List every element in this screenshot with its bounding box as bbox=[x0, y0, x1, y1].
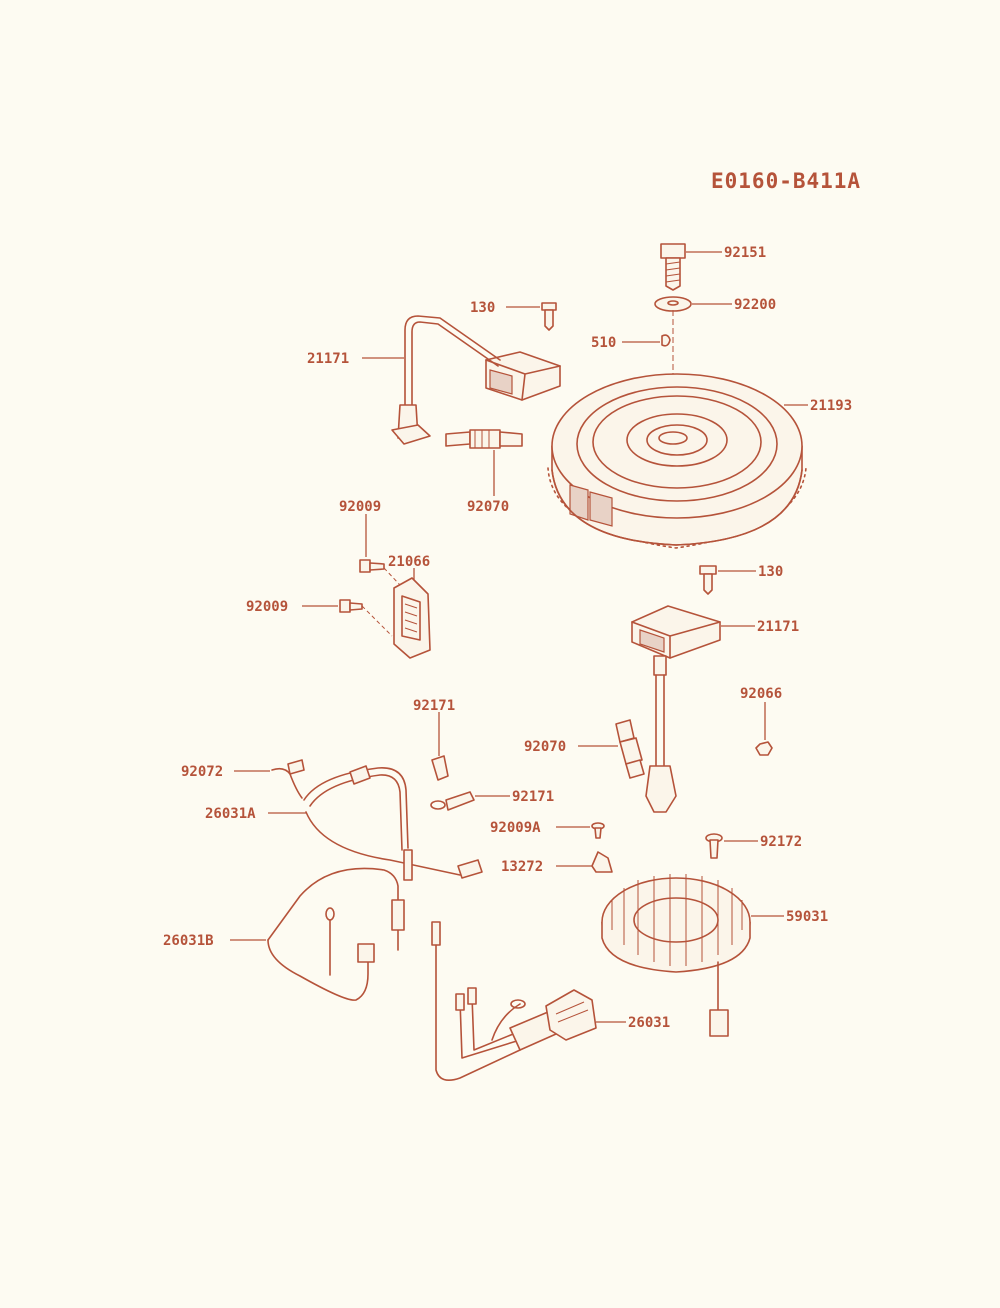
flywheel[interactable] bbox=[547, 373, 807, 549]
label-59031: 59031 bbox=[786, 909, 828, 925]
label-92070-top: 92070 bbox=[467, 499, 509, 515]
clamp-mid[interactable] bbox=[430, 791, 475, 811]
stator-screw[interactable] bbox=[705, 833, 723, 859]
label-92070-mid: 92070 bbox=[524, 739, 566, 755]
label-13272: 13272 bbox=[501, 859, 543, 875]
label-92171-top: 92171 bbox=[413, 698, 455, 714]
label-21171-mid: 21171 bbox=[757, 619, 799, 635]
regulator-bolt-upper[interactable] bbox=[359, 559, 385, 573]
label-26031: 26031 bbox=[628, 1015, 670, 1031]
diagram-code: E0160-B411A bbox=[711, 169, 861, 193]
ignition-coil-bolt-mid[interactable] bbox=[699, 565, 717, 595]
label-92200: 92200 bbox=[734, 297, 776, 313]
flywheel-washer[interactable] bbox=[654, 296, 692, 312]
nut[interactable] bbox=[755, 741, 773, 756]
label-26031A: 26031A bbox=[205, 806, 256, 822]
wire-harness-a[interactable] bbox=[303, 765, 483, 881]
stator[interactable] bbox=[601, 874, 751, 1037]
label-92009-mid: 92009 bbox=[246, 599, 288, 615]
label-510: 510 bbox=[591, 335, 616, 351]
label-92172: 92172 bbox=[760, 834, 802, 850]
label-21193: 21193 bbox=[810, 398, 852, 414]
label-21171-top: 21171 bbox=[307, 351, 349, 367]
ignition-coil-top[interactable] bbox=[391, 315, 561, 445]
woodruff-key[interactable] bbox=[661, 334, 671, 347]
label-21066: 21066 bbox=[388, 554, 430, 570]
label-92072: 92072 bbox=[181, 764, 223, 780]
label-92066: 92066 bbox=[740, 686, 782, 702]
bracket[interactable] bbox=[591, 851, 613, 873]
label-92171-mid: 92171 bbox=[512, 789, 554, 805]
label-130-mid: 130 bbox=[758, 564, 783, 580]
label-130-top: 130 bbox=[470, 300, 495, 316]
flywheel-bolt[interactable] bbox=[660, 243, 686, 291]
spark-plug-mid[interactable] bbox=[615, 719, 645, 779]
clamp-top[interactable] bbox=[431, 755, 449, 781]
ignition-coil-mid[interactable] bbox=[631, 605, 721, 813]
screw-92009a[interactable] bbox=[591, 822, 605, 839]
wire-harness-main[interactable] bbox=[431, 921, 597, 1081]
label-92151: 92151 bbox=[724, 245, 766, 261]
spark-plug-top[interactable] bbox=[445, 429, 523, 449]
label-26031B: 26031B bbox=[163, 933, 214, 949]
wire-harness-b[interactable] bbox=[267, 867, 405, 1001]
regulator[interactable] bbox=[393, 577, 431, 659]
regulator-bolt-lower[interactable] bbox=[339, 599, 363, 613]
label-92009A: 92009A bbox=[490, 820, 541, 836]
ignition-coil-bolt-top[interactable] bbox=[541, 302, 557, 331]
lead-wire[interactable] bbox=[271, 759, 305, 799]
label-92009-top: 92009 bbox=[339, 499, 381, 515]
